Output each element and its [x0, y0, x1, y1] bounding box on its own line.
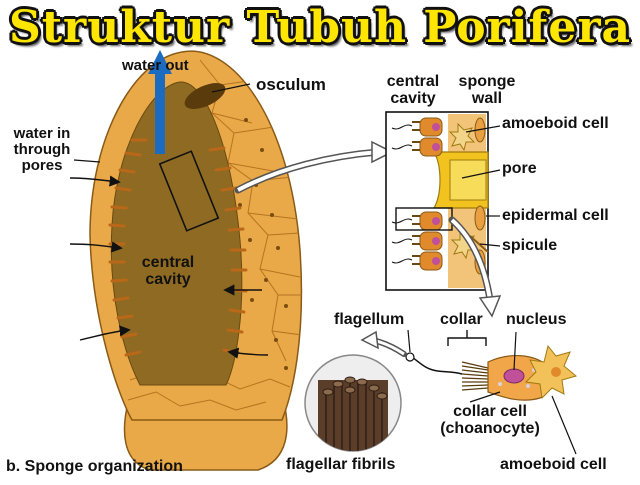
- label-spicule: spicule: [502, 237, 558, 254]
- figure-caption: b. Sponge organization: [6, 458, 183, 475]
- label-osculum: osculum: [256, 75, 326, 94]
- label-amoeboid-cell-top: amoeboid cell: [502, 115, 609, 132]
- collar-bracket: [447, 330, 487, 346]
- osculum-pointer: [211, 83, 251, 93]
- collar-cell-detail: [405, 329, 578, 455]
- osculum-opening: [184, 83, 226, 109]
- label-flagellum: flagellum: [334, 311, 405, 328]
- water-out-arrow: [148, 50, 172, 154]
- label-central-cavity-detail: central cavity: [386, 73, 440, 107]
- label-pore: pore: [502, 160, 537, 177]
- flagellum-line: [409, 355, 463, 375]
- detail-choanocytes: [391, 117, 443, 271]
- label-flagellar-fibrils: flagellar fibrils: [286, 456, 396, 473]
- page-title: Struktur Tubuh Porifera: [8, 2, 632, 53]
- collar-cell-pointers: [407, 329, 577, 455]
- wall-detail-panel: [385, 111, 501, 291]
- water-in-arrows: [69, 175, 269, 359]
- label-water-out: water out: [122, 57, 189, 74]
- label-amoeboid-cell-bottom: amoeboid cell: [500, 456, 607, 473]
- collar-microvilli: [461, 361, 489, 391]
- label-nucleus: nucleus: [506, 311, 567, 328]
- wall-pores: [238, 118, 288, 370]
- central-cavity: [110, 81, 243, 386]
- label-epidermal-cell: epidermal cell: [502, 207, 609, 224]
- label-sponge-wall: sponge wall: [458, 73, 516, 107]
- label-water-in: water in through pores: [13, 125, 71, 174]
- detail-pointers: [461, 125, 501, 247]
- label-collar-cell: collar cell (choanocyte): [440, 403, 540, 437]
- collar-cell-nucleus: [503, 368, 525, 384]
- detail-spicule: [469, 235, 489, 253]
- label-central-cavity-body: central cavity: [141, 254, 195, 288]
- flagellar-fibrils-detail: [304, 354, 402, 452]
- label-collar: collar: [440, 311, 483, 328]
- wall-detail-box: [158, 150, 220, 232]
- water-in-pointers: [73, 159, 101, 163]
- sponge-body: [69, 50, 303, 471]
